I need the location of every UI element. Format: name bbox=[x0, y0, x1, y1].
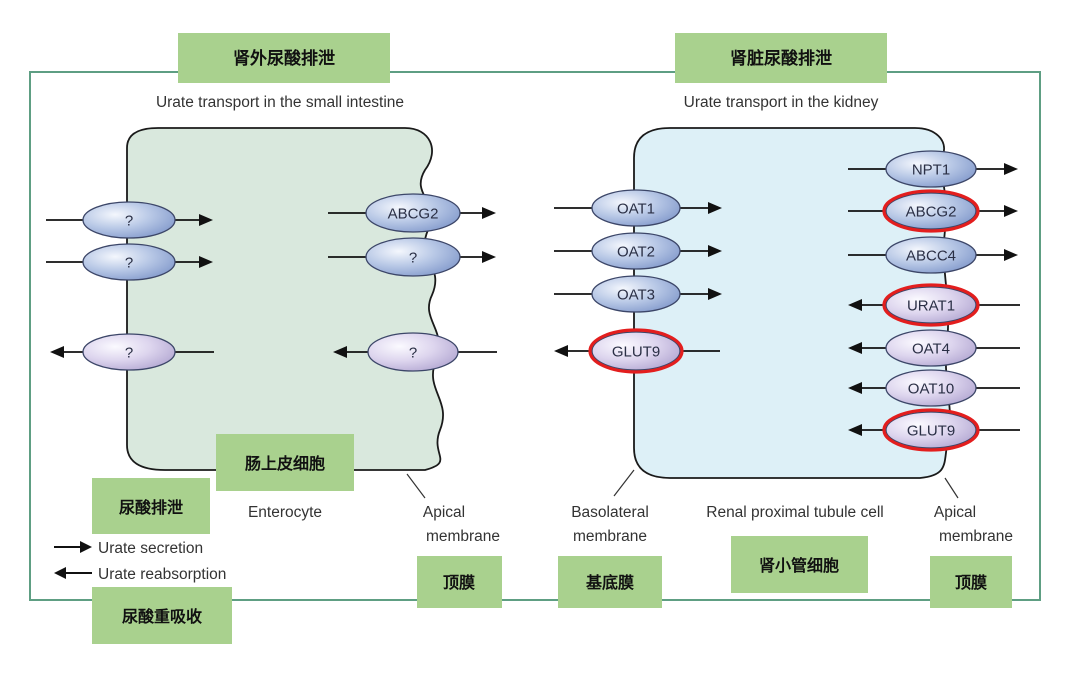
intestine-basolateral-transporter: ? bbox=[50, 333, 214, 371]
transporter-label: ? bbox=[409, 250, 417, 267]
transporter-label: OAT10 bbox=[908, 381, 954, 398]
apical-cn-left-box: 顶膜 bbox=[417, 556, 502, 608]
legend-secretion-cn: 尿酸排泄 bbox=[119, 498, 183, 517]
apical-cn-left: 顶膜 bbox=[443, 574, 475, 592]
reabsorption-arrow-icon bbox=[54, 567, 66, 579]
enterocyte-cn-box: 肠上皮细胞 bbox=[216, 434, 354, 491]
kidney-basolateral-transporter: OAT3 bbox=[554, 275, 722, 313]
transporter-label: ? bbox=[125, 345, 133, 362]
transporter-label: GLUT9 bbox=[907, 423, 955, 440]
transporter-label: OAT2 bbox=[617, 244, 655, 261]
transporter-label: URAT1 bbox=[907, 298, 955, 315]
enterocyte-cn: 肠上皮细胞 bbox=[245, 454, 325, 473]
transporter-label: ABCG2 bbox=[388, 206, 439, 223]
intestine-basolateral-transporter: ? bbox=[46, 201, 213, 239]
header-left-cn: 肾外尿酸排泄 bbox=[233, 48, 335, 68]
transporter-label: ABCC4 bbox=[906, 248, 956, 265]
intestine-apical-transporter: ? bbox=[333, 332, 497, 372]
transporter-label: ? bbox=[125, 255, 133, 272]
basolateral-leader bbox=[613, 469, 635, 497]
tubule-cn: 肾小管细胞 bbox=[759, 556, 839, 575]
header-right-cn-box: 肾脏尿酸排泄 bbox=[675, 33, 887, 83]
basolateral-cn-box: 基底膜 bbox=[558, 556, 662, 608]
kidney-apical-transporter: NPT1 bbox=[848, 150, 1018, 188]
header-left-en: Urate transport in the small intestine bbox=[156, 94, 404, 111]
kidney-apical-transporter: OAT10 bbox=[848, 369, 1020, 407]
basolateral-cn: 基底膜 bbox=[585, 573, 634, 592]
enterocyte-label: Enterocyte bbox=[248, 504, 322, 521]
intestine-basolateral-transporter: ? bbox=[46, 243, 213, 281]
transporter-label: ABCG2 bbox=[906, 204, 957, 221]
enterocyte-cell bbox=[126, 127, 444, 471]
kidney-apical-transporter: ABCG2 bbox=[848, 189, 1018, 233]
kidney-apical-transporter: ABCC4 bbox=[848, 236, 1018, 274]
transporter-label: OAT4 bbox=[912, 341, 950, 358]
kidney-apical-transporter: GLUT9 bbox=[848, 408, 1020, 452]
tubule-cell-label: Renal proximal tubule cell bbox=[706, 504, 883, 521]
apical-cn-right: 顶膜 bbox=[955, 574, 987, 592]
kidney-apical-transporter: OAT4 bbox=[848, 329, 1020, 367]
kidney-basolateral-transporter: OAT2 bbox=[554, 232, 722, 270]
header-right-cn: 肾脏尿酸排泄 bbox=[730, 48, 832, 68]
apical-cn-right-box: 顶膜 bbox=[930, 556, 1012, 608]
outer-frame bbox=[29, 71, 1041, 601]
transporter-label: ? bbox=[409, 345, 417, 362]
header-left-cn-box: 肾外尿酸排泄 bbox=[178, 33, 390, 83]
header-right-en: Urate transport in the kidney bbox=[684, 94, 879, 111]
apical-leader-left bbox=[406, 473, 426, 499]
kidney-basolateral-transporter: OAT1 bbox=[554, 189, 722, 227]
legend-reabsorption-cn-box: 尿酸重吸收 bbox=[92, 587, 232, 644]
legend-secretion-en: Urate secretion bbox=[98, 540, 203, 557]
legend-reabsorption-en: Urate reabsorption bbox=[98, 566, 226, 583]
legend-reabsorption-cn: 尿酸重吸收 bbox=[122, 607, 202, 626]
kidney-basolateral-transporter: GLUT9 bbox=[554, 328, 720, 374]
transporter-label: NPT1 bbox=[912, 162, 950, 179]
secretion-arrow-icon bbox=[80, 541, 92, 553]
kidney-apical-transporter: URAT1 bbox=[848, 283, 1020, 327]
transporter-label: ? bbox=[125, 213, 133, 230]
transporter-label: OAT1 bbox=[617, 201, 655, 218]
transporter-label: OAT3 bbox=[617, 287, 655, 304]
legend-secretion-cn-box: 尿酸排泄 bbox=[92, 478, 210, 534]
apical-leader-right bbox=[944, 477, 959, 499]
legend: Urate secretion Urate reabsorption bbox=[54, 540, 226, 583]
intestine-apical-transporter: ABCG2 bbox=[328, 193, 496, 233]
transporter-label: GLUT9 bbox=[612, 344, 660, 361]
intestine-apical-transporter: ? bbox=[328, 237, 496, 277]
tubule-cn-box: 肾小管细胞 bbox=[731, 536, 868, 593]
